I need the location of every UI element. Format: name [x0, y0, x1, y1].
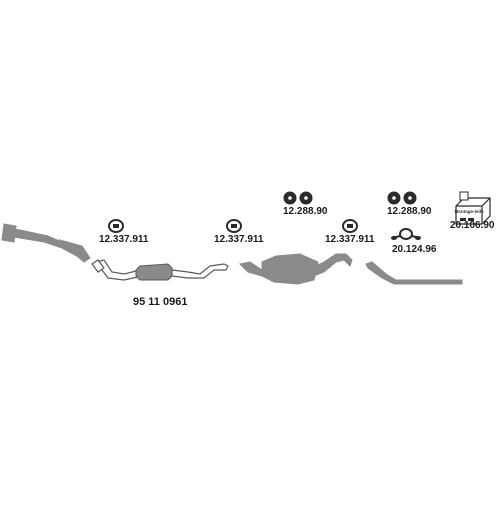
mounting-kit-box-text: Montage-teile	[454, 209, 483, 214]
rubber-mount-2-label: 12.288.90	[387, 206, 432, 217]
clamp-3-label: 12.337.911	[325, 234, 375, 245]
clamp-icon[interactable]	[108, 219, 124, 233]
middle-pipe-assembly[interactable]	[91, 259, 229, 281]
rear-silencer-outlet	[311, 253, 353, 277]
tail-pipe[interactable]	[365, 261, 463, 285]
rubber-mount-icon[interactable]	[387, 191, 417, 205]
rear-silencer-assembly[interactable]	[238, 253, 353, 285]
middle-pipe-outlet	[171, 263, 229, 279]
clamp-icon[interactable]	[226, 219, 242, 233]
middle-pipe-inlet	[94, 259, 143, 281]
mounting-kit-label: 20.106.90	[450, 220, 495, 231]
front-pipe-bend	[58, 239, 91, 263]
middle-silencer-body	[135, 263, 173, 281]
mounting-kit-icon[interactable]: Montage-teile	[454, 191, 491, 225]
clamp-1-label: 12.337.911	[99, 234, 149, 245]
front-pipe-flange	[1, 223, 17, 243]
clamp-2-label: 12.337.911	[214, 234, 264, 245]
rubber-mount-icon[interactable]	[283, 191, 313, 205]
middle-pipe-inlet-cone	[91, 259, 105, 273]
hanger-ring-label: 20.124.96	[392, 244, 437, 255]
rear-silencer-body	[261, 253, 319, 285]
tail-pipe-body	[365, 261, 463, 285]
clamp-icon[interactable]	[342, 219, 358, 233]
front-pipe[interactable]	[1, 223, 91, 263]
hanger-ring-icon[interactable]	[391, 228, 421, 240]
rubber-mount-1-label: 12.288.90	[283, 206, 328, 217]
middle-silencer-label: 95 11 0961	[133, 296, 188, 308]
